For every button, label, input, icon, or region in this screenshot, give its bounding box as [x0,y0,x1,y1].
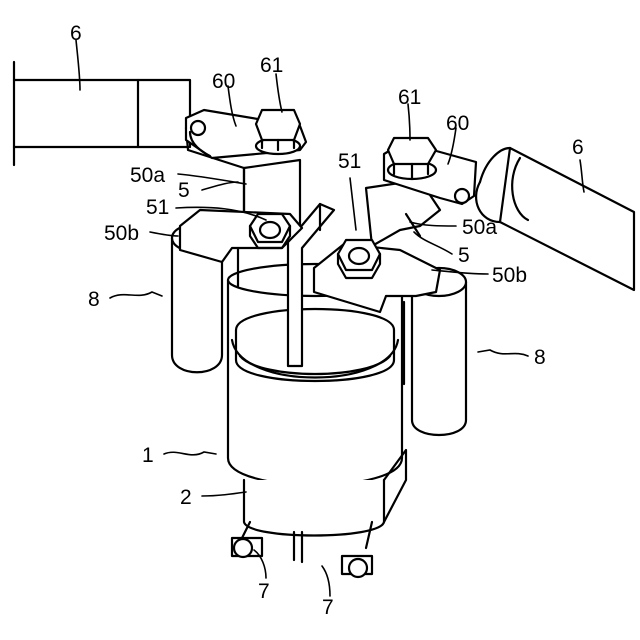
right-bolt [388,138,436,179]
left-cable [14,62,190,165]
label-capacitor-right: 8 [534,346,546,369]
label-terminal-ref-left: 5 [178,179,190,202]
label-body: 1 [142,444,154,467]
label-terminal-upper-right: 50a [462,216,497,239]
label-leg-left: 7 [258,580,270,603]
label-terminal-lower-left: 50b [104,222,139,245]
label-cable-right: 6 [572,136,584,159]
label-capacitor-left: 8 [88,288,100,311]
label-terminal-lower-right: 50b [492,264,527,287]
label-bolt-right: 61 [398,86,421,109]
label-nut-right: 51 [338,150,361,173]
label-bracket-left: 60 [212,70,235,93]
label-cable-left: 6 [70,22,82,45]
label-base: 2 [180,486,192,509]
label-leg-right: 7 [322,596,334,619]
label-terminal-upper-left: 50a [130,164,165,187]
label-terminal-ref-right: 5 [458,244,470,267]
label-nut-left: 51 [146,196,169,219]
label-bolt-left: 61 [260,54,283,77]
left-bolt [256,110,300,154]
label-bracket-right: 60 [446,112,469,135]
